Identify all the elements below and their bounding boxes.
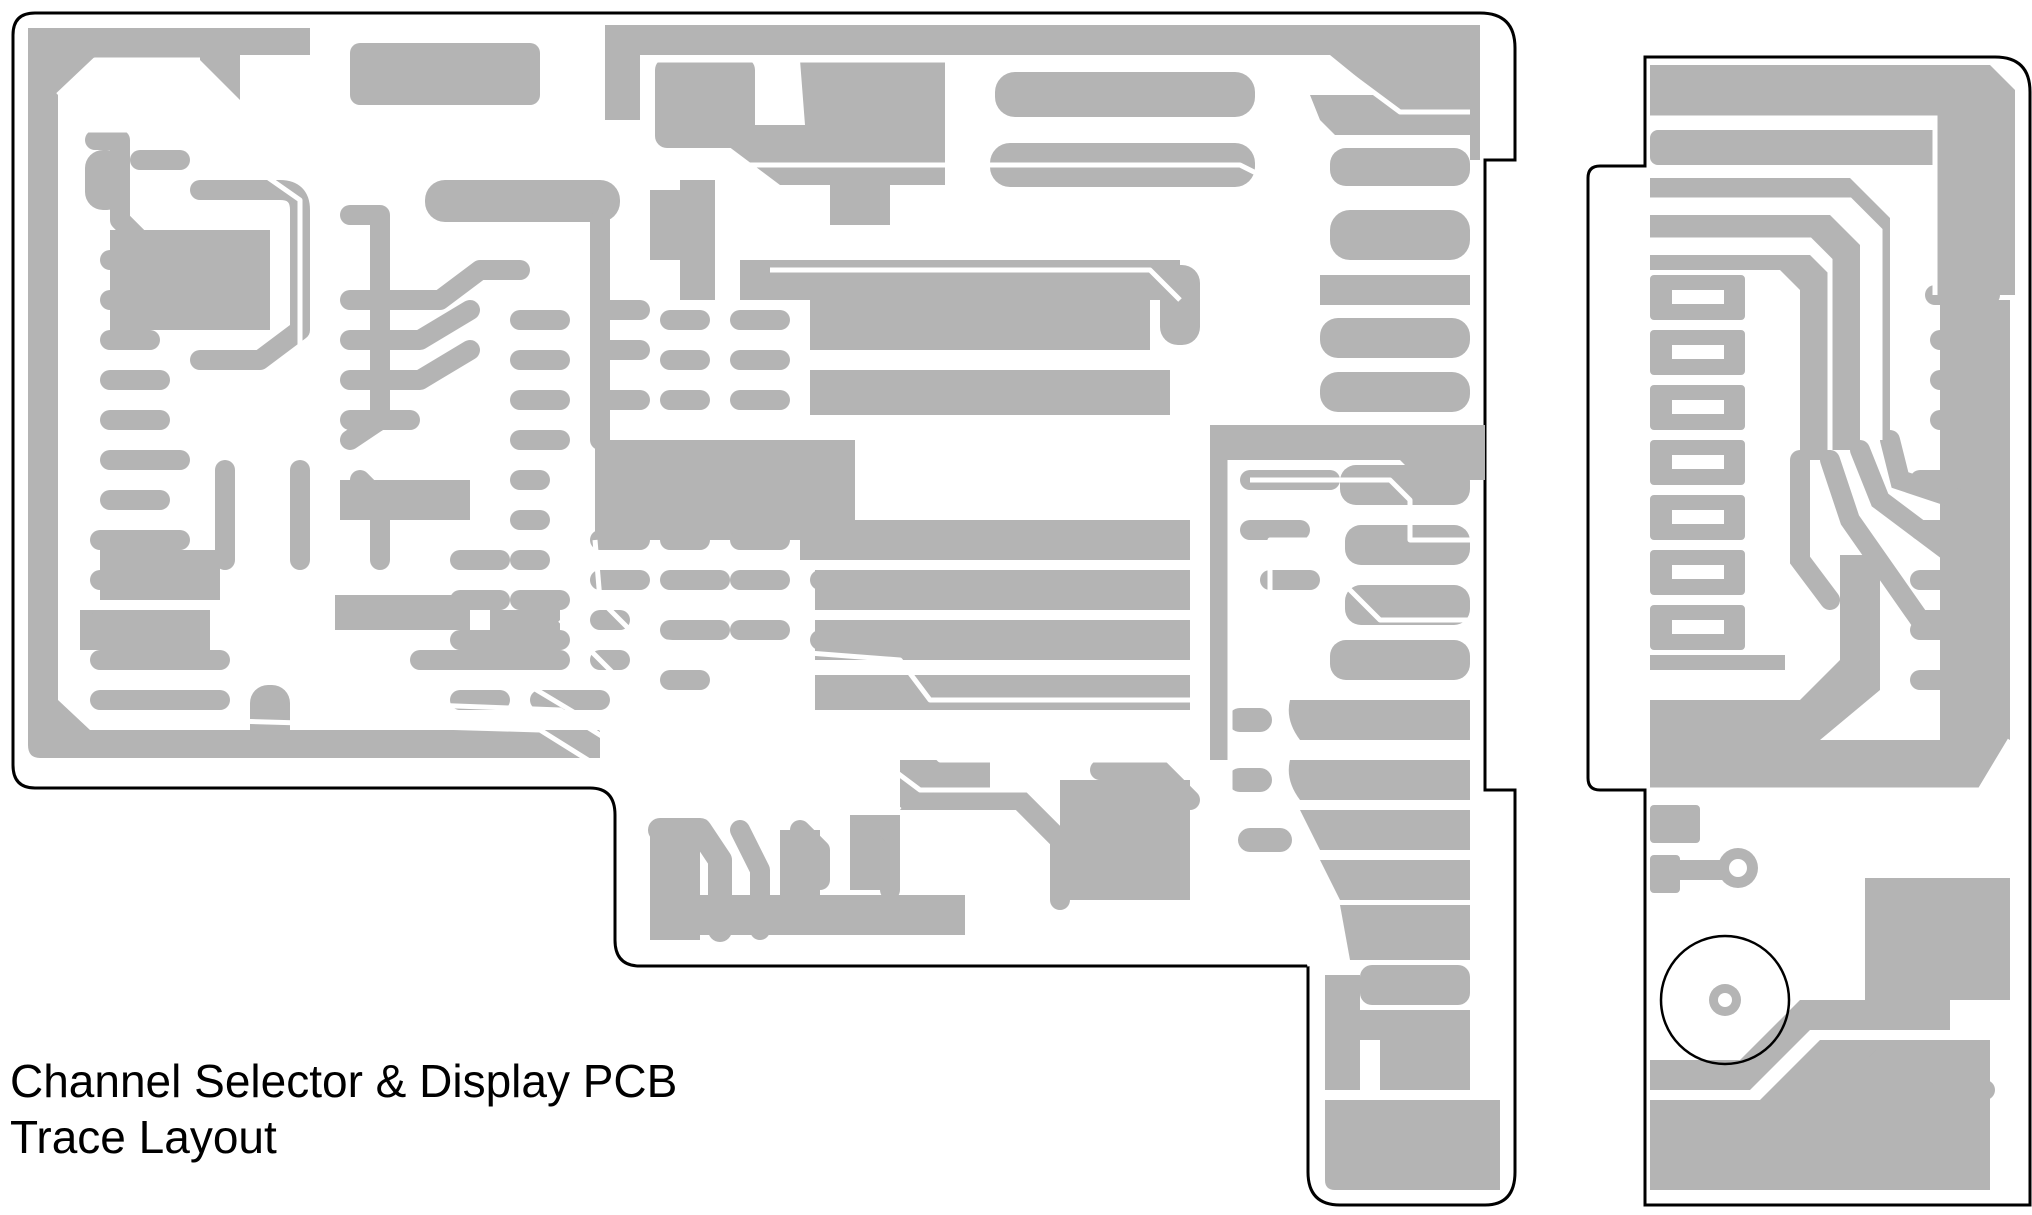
main-board [11, 11, 1517, 1207]
side-board [1586, 55, 2032, 1207]
side-isolation-lines [1650, 115, 2013, 793]
main-isolation-lines [56, 57, 1470, 967]
mounting-hole [1659, 934, 1791, 1066]
diagram-caption: Channel Selector & Display PCB Trace Lay… [10, 1053, 677, 1165]
caption-title: Channel Selector & Display PCB [10, 1055, 678, 1107]
main-copper-pours [28, 25, 1500, 1190]
test-point [1718, 848, 1758, 888]
caption-subtitle: Trace Layout [10, 1111, 277, 1163]
side-pad-slots [1672, 290, 1724, 634]
